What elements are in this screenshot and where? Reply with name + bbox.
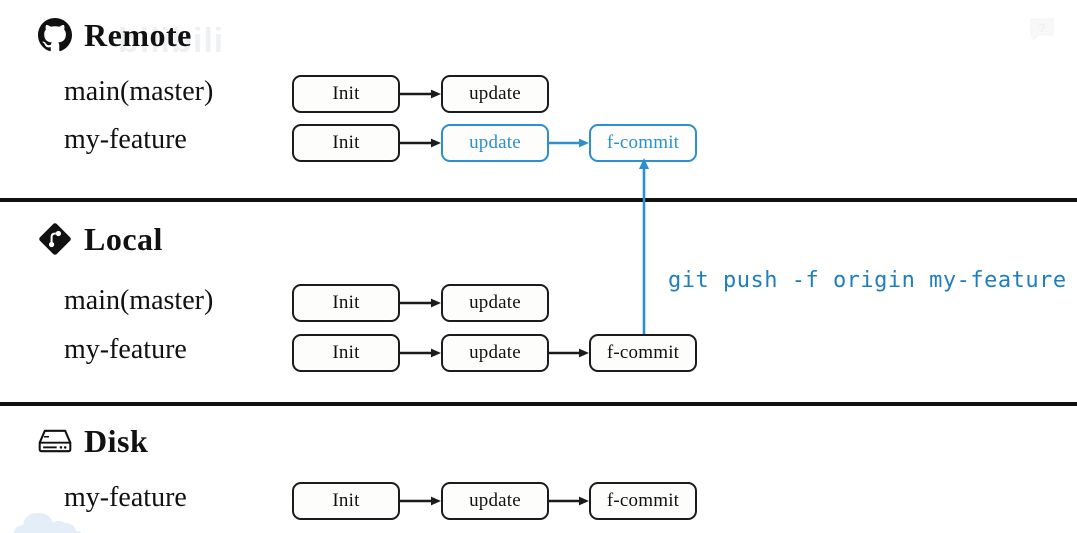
commit-node[interactable]: update <box>441 284 549 322</box>
commit-node-highlighted[interactable]: update <box>441 124 549 162</box>
section-header-disk: Disk <box>38 424 148 458</box>
hard-drive-icon <box>38 429 72 453</box>
push-arrow-blue <box>639 158 649 338</box>
branch-label-my-feature: my-feature <box>64 334 187 365</box>
branch-label-main: main(master) <box>64 76 214 107</box>
git-command-text: git push -f origin my-feature <box>668 268 1067 293</box>
git-branch-diamond-icon <box>39 223 71 255</box>
section-header-local: Local <box>38 222 163 256</box>
commit-arrow <box>549 347 589 359</box>
commit-node[interactable]: f-commit <box>589 334 697 372</box>
commit-node[interactable]: update <box>441 75 549 113</box>
commit-node[interactable]: Init <box>292 482 400 520</box>
commit-node[interactable]: Init <box>292 75 400 113</box>
branch-label-main: main(master) <box>64 285 214 316</box>
section-header-remote: Remote <box>38 18 192 52</box>
section-title: Remote <box>84 17 192 53</box>
commit-node[interactable]: Init <box>292 124 400 162</box>
commit-arrow-blue <box>549 137 589 149</box>
section-divider <box>0 402 1077 406</box>
branch-label-my-feature: my-feature <box>64 482 187 513</box>
section-divider <box>0 198 1077 202</box>
commit-node[interactable]: Init <box>292 284 400 322</box>
commit-node-highlighted[interactable]: f-commit <box>589 124 697 162</box>
commit-arrow <box>400 347 441 359</box>
section-title: Disk <box>84 423 149 459</box>
github-icon <box>38 18 72 52</box>
commit-node[interactable]: update <box>441 482 549 520</box>
commit-arrow <box>400 137 441 149</box>
commit-arrow <box>400 88 441 100</box>
commit-arrow <box>400 297 441 309</box>
commit-arrow <box>549 495 589 507</box>
commit-arrow <box>400 495 441 507</box>
commit-node[interactable]: f-commit <box>589 482 697 520</box>
commit-node[interactable]: update <box>441 334 549 372</box>
branch-label-my-feature: my-feature <box>64 124 187 155</box>
svg-text:?: ? <box>1038 21 1045 35</box>
question-bubble-icon: ? <box>1030 18 1054 42</box>
commit-node[interactable]: Init <box>292 334 400 372</box>
section-title: Local <box>84 221 163 257</box>
